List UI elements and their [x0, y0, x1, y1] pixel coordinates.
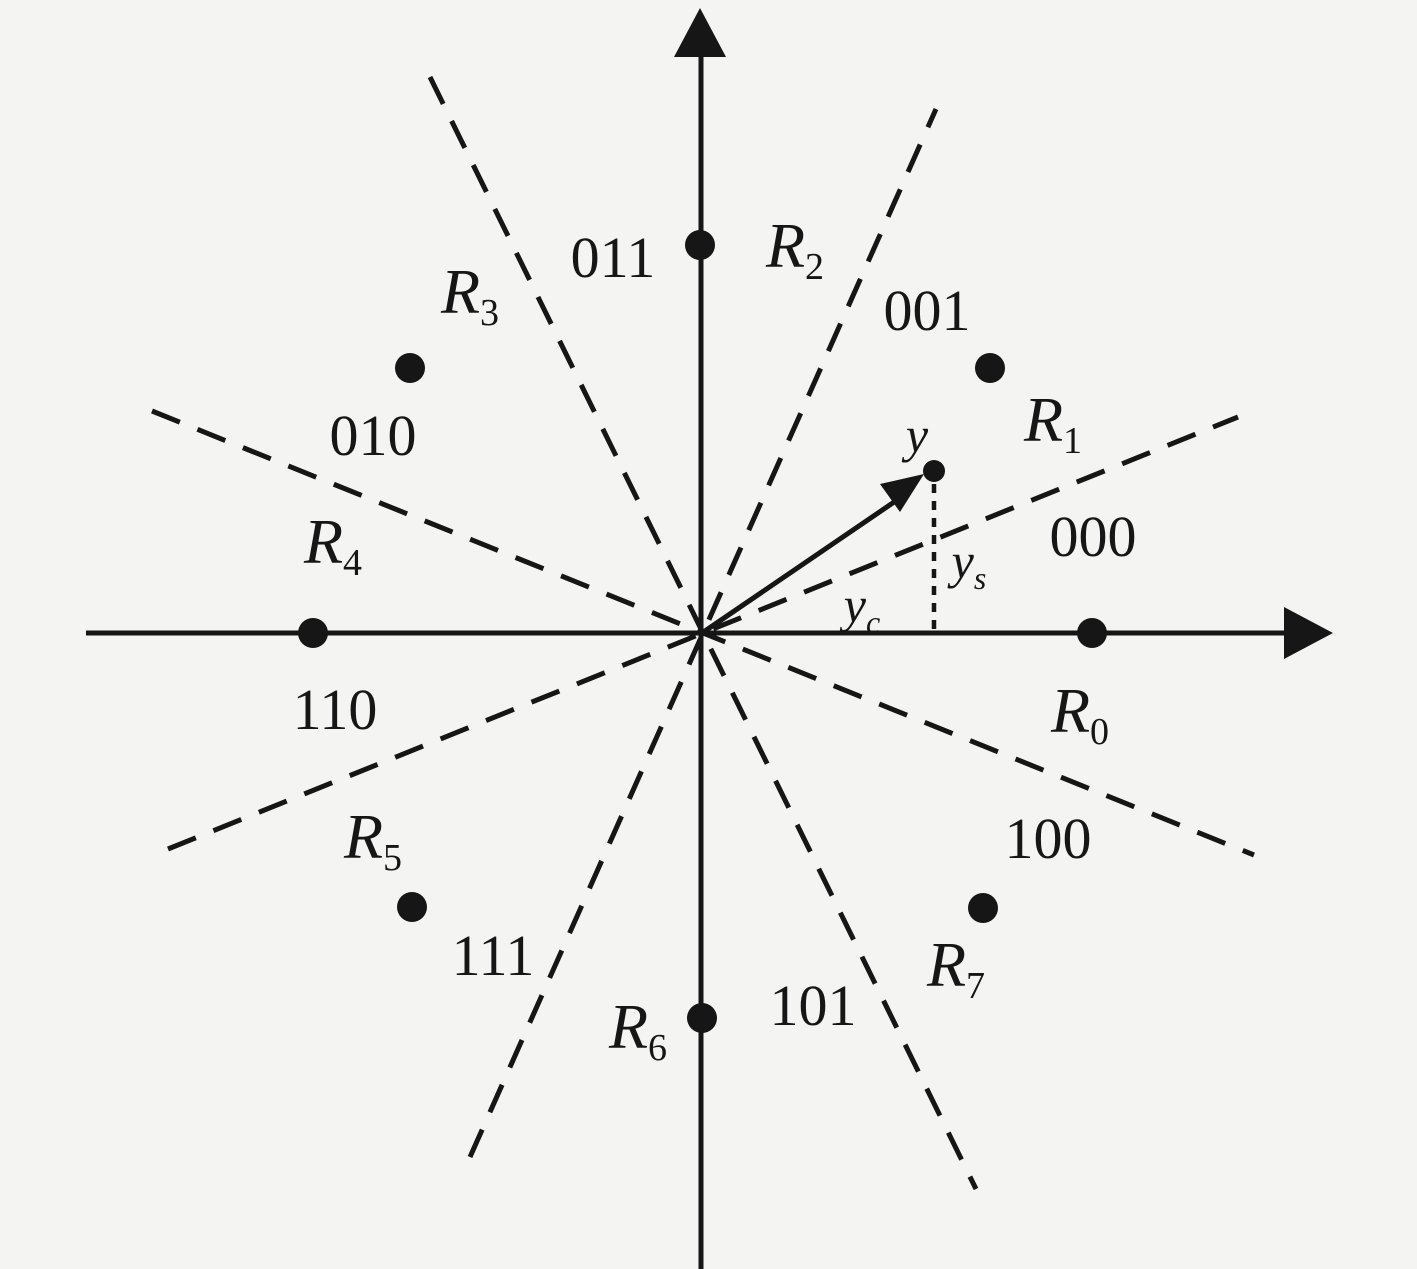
bits-label-100: 100	[1005, 806, 1092, 871]
region-label-R0: R0	[1050, 675, 1109, 753]
vector-point	[923, 460, 945, 482]
vector-arrowhead-icon	[880, 474, 924, 512]
bits-label-011: 011	[571, 225, 656, 290]
y-axis-arrowhead-icon	[674, 8, 726, 57]
constellation-dot-110	[298, 618, 328, 648]
region-label-R5: R5	[343, 801, 402, 879]
ys-label: ys	[947, 533, 987, 596]
received-vector: y yc ys	[703, 407, 987, 640]
constellation-dot-000	[1077, 618, 1107, 648]
bits-label-101: 101	[770, 973, 857, 1038]
bits-label-110: 110	[293, 677, 378, 742]
vector-line	[703, 495, 902, 634]
region-label-R6: R6	[608, 991, 667, 1069]
region-label-R2: R2	[765, 210, 824, 288]
constellation-dot-010	[395, 353, 425, 383]
constellation-dot-011	[685, 230, 715, 260]
region-label-R1: R1	[1023, 384, 1082, 462]
yc-label: yc	[839, 577, 880, 640]
constellation-dot-101	[687, 1003, 717, 1033]
boundary-112deg-line	[427, 75, 979, 1191]
constellation-dot-111	[397, 892, 427, 922]
region-label-R4: R4	[303, 506, 362, 584]
bits-label-010: 010	[330, 403, 417, 468]
region-label-R7: R7	[926, 929, 985, 1007]
bits-label-000: 000	[1050, 504, 1137, 569]
x-axis-arrowhead-icon	[1284, 607, 1333, 659]
constellation-dot-100	[968, 893, 998, 923]
axes	[86, 8, 1333, 1269]
constellation-dot-001	[975, 353, 1005, 383]
boundary-67deg-line	[467, 107, 939, 1159]
bits-label-001: 001	[884, 278, 971, 343]
region-label-R3: R3	[440, 256, 499, 334]
vector-label: y	[901, 407, 929, 463]
bits-label-111: 111	[452, 923, 535, 988]
